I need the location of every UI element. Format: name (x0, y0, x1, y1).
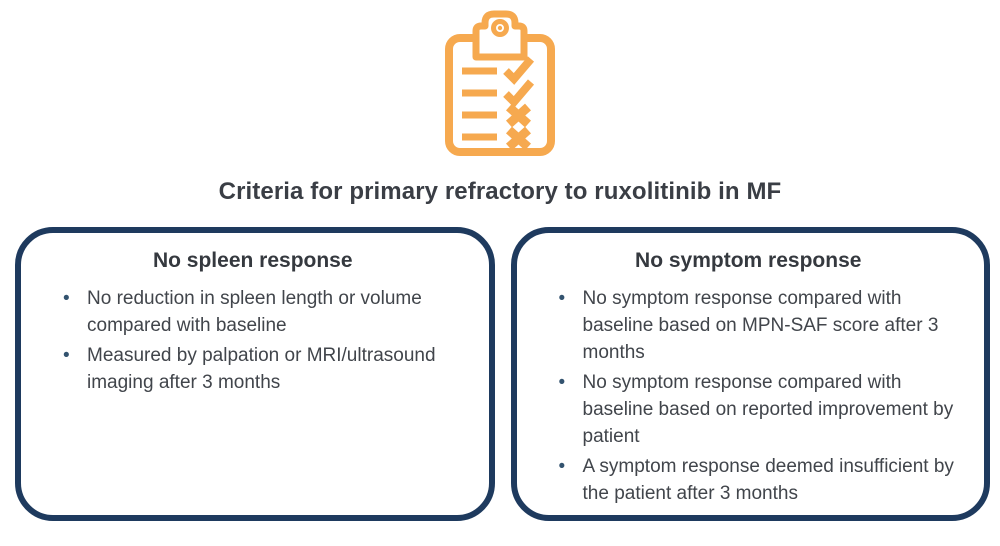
page-title: Criteria for primary refractory to ruxol… (218, 178, 782, 205)
bullet-list-spleen: No reduction in spleen length or volume … (45, 285, 461, 396)
criteria-box-symptom: No symptom response No symptom response … (510, 227, 990, 521)
bullet-item: No symptom response compared with baseli… (553, 285, 957, 366)
clipboard-checklist-icon (445, 10, 555, 156)
icon-container (0, 0, 1000, 160)
bullet-item: A symptom response deemed insufficient b… (553, 453, 957, 507)
bullet-item: No symptom response compared with baseli… (553, 369, 957, 450)
box-header-spleen: No spleen response (152, 249, 353, 272)
bullet-list-symptom: No symptom response compared with baseli… (541, 285, 957, 507)
criteria-box-spleen: No spleen response No reduction in splee… (15, 227, 495, 521)
bullet-item: Measured by palpation or MRI/ultrasound … (57, 342, 461, 396)
bullet-item: No reduction in spleen length or volume … (57, 285, 461, 339)
box-header-symptom: No symptom response (635, 249, 862, 272)
criteria-boxes-row: No spleen response No reduction in splee… (15, 227, 990, 521)
